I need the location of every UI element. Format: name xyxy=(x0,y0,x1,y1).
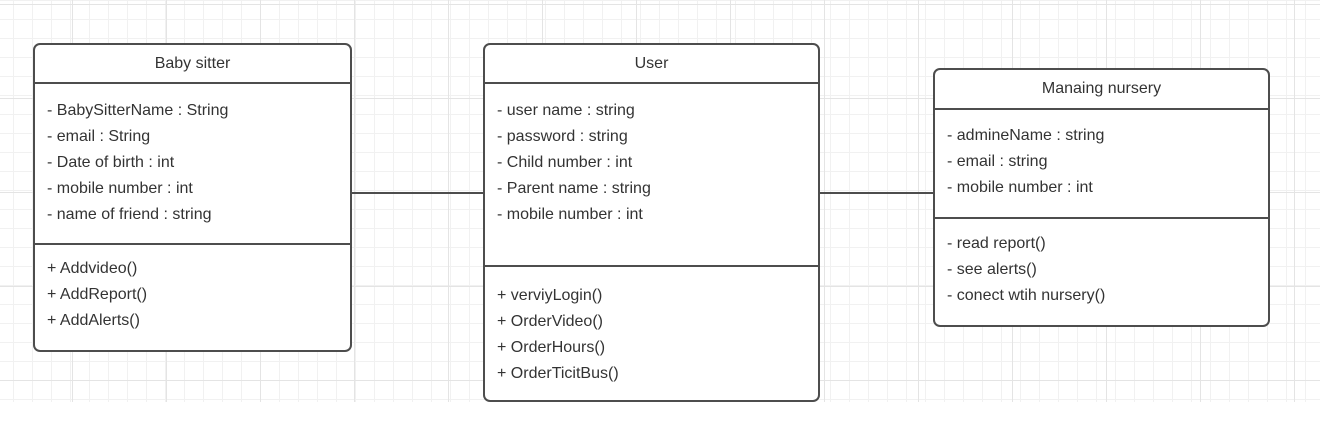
method-row: - read report() xyxy=(947,235,1046,252)
attribute-row: - BabySitterName : String xyxy=(47,102,229,119)
connector-user-nursery[interactable] xyxy=(820,192,933,194)
attribute-row: - email : String xyxy=(47,128,151,145)
method-row: + verviyLogin() xyxy=(497,287,603,304)
class-manaing-nursery-methods: - read report() - see alerts() - conect … xyxy=(935,217,1268,325)
class-manaing-nursery[interactable]: Manaing nursery - admineName : string - … xyxy=(933,68,1270,327)
attribute-row: - email : string xyxy=(947,153,1048,170)
method-row: - conect wtih nursery() xyxy=(947,287,1106,304)
class-manaing-nursery-title: Manaing nursery xyxy=(1041,80,1162,97)
method-row: + OrderHours() xyxy=(497,339,606,356)
attribute-row: - name of friend : string xyxy=(47,206,212,223)
method-row: + AddAlerts() xyxy=(47,312,140,329)
class-manaing-nursery-attributes: - admineName : string - email : string -… xyxy=(935,108,1268,217)
attribute-row: - Child number : int xyxy=(497,154,633,171)
class-baby-sitter[interactable]: Baby sitter - BabySitterName : String - … xyxy=(33,43,352,352)
class-baby-sitter-methods: + Addvideo() + AddReport() + AddAlerts() xyxy=(35,243,350,350)
class-user[interactable]: User - user name : string - password : s… xyxy=(483,43,820,402)
connector-babysitter-user[interactable] xyxy=(352,192,483,194)
method-row: + OrderVideo() xyxy=(497,313,603,330)
method-row: + Addvideo() xyxy=(47,260,138,277)
attribute-row: - user name : string xyxy=(497,102,635,119)
attribute-row: - Date of birth : int xyxy=(47,154,175,171)
attribute-row: - mobile number : int xyxy=(47,180,193,197)
attribute-row: - mobile number : int xyxy=(947,179,1093,196)
class-user-methods: + verviyLogin() + OrderVideo() + OrderHo… xyxy=(485,265,818,400)
method-row: - see alerts() xyxy=(947,261,1037,278)
attribute-row: - password : string xyxy=(497,128,628,145)
method-row: + OrderTicitBus() xyxy=(497,365,619,382)
class-user-title: User xyxy=(634,54,669,72)
class-baby-sitter-title: Baby sitter xyxy=(154,54,231,72)
class-user-attributes: - user name : string - password : string… xyxy=(485,82,818,265)
method-row: + AddReport() xyxy=(47,286,148,303)
attribute-row: - mobile number : int xyxy=(497,206,643,223)
class-baby-sitter-attributes: - BabySitterName : String - email : Stri… xyxy=(35,82,350,243)
attribute-row: - admineName : string xyxy=(947,127,1105,144)
attribute-row: - Parent name : string xyxy=(497,180,651,197)
